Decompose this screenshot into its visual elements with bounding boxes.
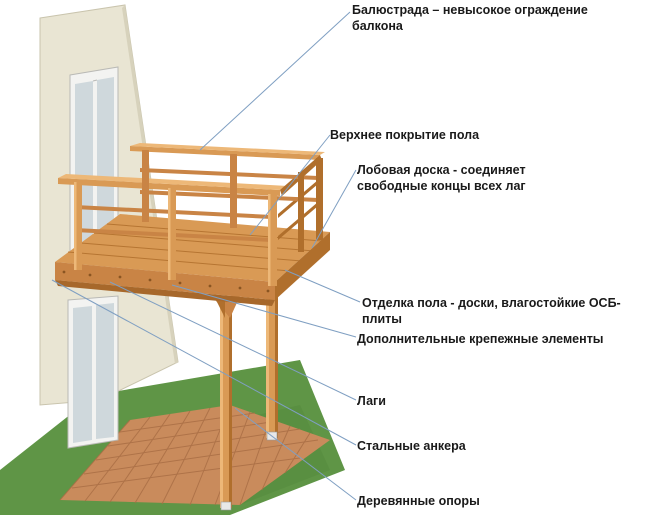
leader-posts [234, 407, 357, 501]
label-posts: Деревянные опоры [357, 494, 480, 508]
leader-floor-top [249, 134, 331, 236]
leader-fascia [311, 169, 357, 249]
leader-anchors [51, 279, 357, 446]
leader-balustrade [199, 11, 351, 151]
label-anchors: Стальные анкера [357, 439, 466, 453]
label-fascia-line1: Лобовая доска - соединяет [357, 163, 526, 177]
label-finish-line2: плиты [362, 312, 402, 326]
label-balustrade: Балюстрада – невысокое ограждение балкон… [352, 2, 588, 34]
balustrade-railing [58, 143, 325, 286]
label-finish-line1: Отделка пола - доски, влагостойкие ОСБ- [362, 296, 621, 310]
label-balustrade-line1: Балюстрада – невысокое ограждение [352, 3, 588, 17]
label-balustrade-line2: балкона [352, 19, 403, 33]
label-fascia-line2: свободные концы всех лаг [357, 179, 526, 193]
label-floor-finish: Отделка пола - доски, влагостойкие ОСБ- … [362, 295, 621, 327]
label-fascia: Лобовая доска - соединяет свободные конц… [357, 162, 526, 194]
leader-joists [109, 281, 357, 401]
lower-door [67, 295, 119, 449]
label-joists: Лаги [357, 394, 386, 408]
leader-fasteners [171, 284, 357, 338]
leader-finish [284, 269, 361, 303]
label-floor-top: Верхнее покрытие пола [330, 128, 480, 142]
label-fasteners: Дополнительные крепежные элементы [357, 332, 604, 346]
platform-fascia [55, 232, 330, 306]
leader-lines [51, 11, 361, 501]
